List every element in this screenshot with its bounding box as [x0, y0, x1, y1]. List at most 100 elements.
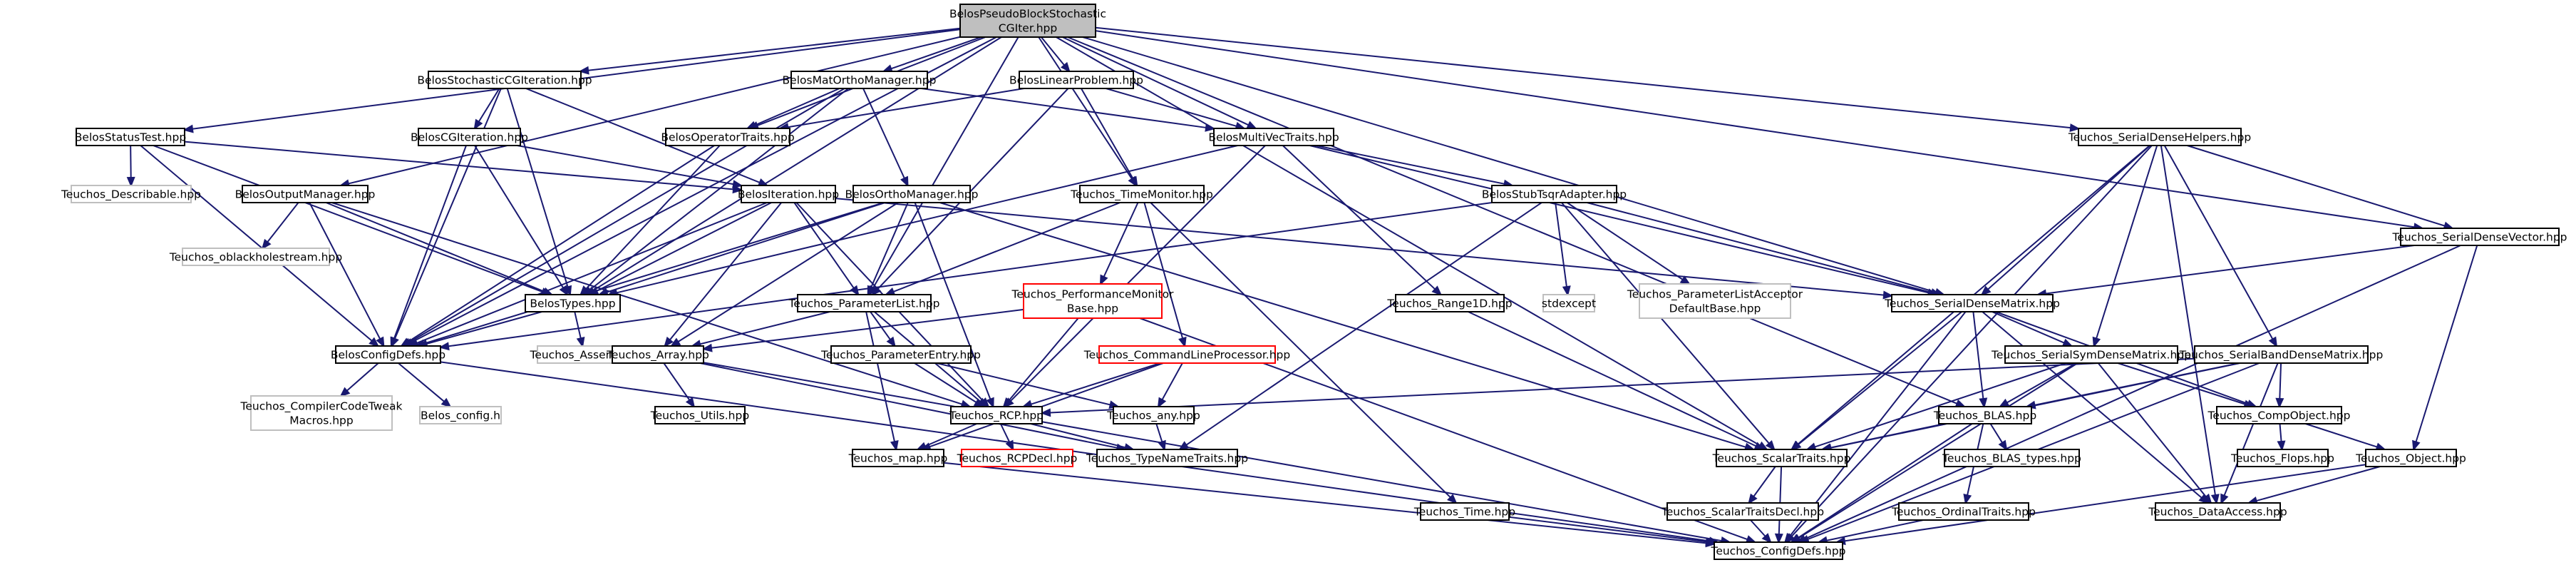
- node-array[interactable]: Teuchos_Array.hpp: [606, 345, 709, 364]
- node-compObj[interactable]: Teuchos_CompObject.hpp: [2207, 406, 2351, 424]
- node-box: [250, 395, 393, 431]
- node-utils[interactable]: Teuchos_Utils.hpp: [650, 406, 749, 424]
- node-label: Teuchos_RCP.hpp: [949, 409, 1044, 423]
- node-sdVector[interactable]: Teuchos_SerialDenseVector.hpp: [2391, 228, 2567, 246]
- node-paramEntry[interactable]: Teuchos_ParameterEntry.hpp: [820, 345, 981, 364]
- edge-line: [2045, 245, 2415, 295]
- node-rcp[interactable]: Teuchos_RCP.hpp: [949, 406, 1044, 424]
- node-cgIter[interactable]: BelosCGIteration.hpp: [411, 128, 528, 146]
- edge-line: [2223, 362, 2279, 497]
- node-box: [1113, 406, 1195, 424]
- edge-sdVector-to-sdMatrix: [2036, 245, 2415, 298]
- node-scalarTraitsDecl[interactable]: Teuchos_ScalarTraitsDecl.hpp: [1661, 502, 1824, 521]
- node-rcpDecl[interactable]: Teuchos_RCPDecl.hpp: [957, 449, 1078, 467]
- edge-symDense-to-blas: [1998, 362, 2077, 408]
- node-any[interactable]: Teuchos_any.hpp: [1106, 406, 1200, 424]
- edge-bandDense-to-rcp: [1040, 357, 2195, 417]
- node-label: Teuchos_SerialDenseVector.hpp: [2391, 231, 2567, 245]
- arrowhead-icon: [1002, 397, 1013, 409]
- edge-line: [1561, 202, 1770, 444]
- edge-statusTest-to-configDefs: [140, 145, 380, 347]
- node-dataAccess[interactable]: Teuchos_DataAccess.hpp: [2148, 502, 2287, 521]
- node-belosConfig[interactable]: Belos_config.h: [419, 406, 502, 424]
- node-describable[interactable]: Teuchos_Describable.hpp: [61, 185, 201, 203]
- edge-line: [1753, 466, 1776, 497]
- edge-statusTest-to-describable: [126, 145, 135, 188]
- node-matOrtho[interactable]: BelosMatOrthoManager.hpp: [783, 71, 937, 89]
- node-scalarTraits[interactable]: Teuchos_ScalarTraits.hpp: [1712, 449, 1851, 467]
- edge-line: [711, 308, 1024, 349]
- edge-line: [1081, 88, 1134, 179]
- node-outMgr[interactable]: BelosOutputManager.hpp: [235, 185, 376, 203]
- edge-line: [574, 311, 582, 339]
- edge-map-to-configDefsT: [943, 462, 1716, 548]
- edge-line: [1150, 202, 1451, 499]
- edge-time-to-configDefsT: [1508, 516, 1716, 546]
- node-bandDense[interactable]: Teuchos_SerialBandDenseMatrix.hpp: [2179, 345, 2384, 364]
- edge-line: [669, 202, 783, 341]
- edge-layer: [126, 26, 2478, 548]
- node-orthoMgr[interactable]: BelosOrthoManager.hpp: [845, 185, 979, 203]
- node-blasTypes[interactable]: Teuchos_BLAS_types.hpp: [1942, 449, 2081, 467]
- node-iteration[interactable]: BelosIteration.hpp: [738, 185, 839, 203]
- node-statusTest[interactable]: BelosStatusTest.hpp: [75, 128, 186, 146]
- node-stochIter[interactable]: BelosStochasticCGIteration.hpp: [417, 71, 592, 89]
- node-sdHelpers[interactable]: Teuchos_SerialDenseHelpers.hpp: [2068, 128, 2251, 146]
- arrowhead-icon: [2202, 493, 2212, 505]
- node-linProb[interactable]: BelosLinearProblem.hpp: [1009, 71, 1143, 89]
- edge-line: [1082, 36, 1937, 293]
- edge-line: [936, 362, 1111, 406]
- edge-line: [1041, 36, 1065, 66]
- node-stubTsqr[interactable]: BelosStubTsqrAdapter.hpp: [1482, 185, 1627, 203]
- node-cmdLine[interactable]: Teuchos_CommandLineProcessor.hpp: [1083, 345, 1290, 364]
- edge-line: [1750, 519, 1766, 537]
- edge-line: [1095, 30, 2415, 228]
- edge-line: [1587, 202, 1932, 294]
- node-oblackhole[interactable]: Teuchos_oblackholestream.hpp: [169, 248, 342, 266]
- arrowhead-icon: [2412, 439, 2421, 452]
- node-mvTraits[interactable]: BelosMultiVecTraits.hpp: [1208, 128, 1339, 146]
- node-symDense[interactable]: Teuchos_SerialSymDenseMatrix.hpp: [1991, 345, 2191, 364]
- node-paramList[interactable]: Teuchos_ParameterList.hpp: [788, 294, 940, 312]
- node-configDefs[interactable]: BelosConfigDefs.hpp: [331, 345, 445, 364]
- arrowhead-icon: [559, 285, 569, 297]
- node-label: Teuchos_map.hpp: [848, 452, 948, 466]
- node-flops[interactable]: Teuchos_Flops.hpp: [2230, 449, 2334, 467]
- edge-line: [1814, 362, 2066, 448]
- edge-line: [525, 88, 761, 183]
- node-ordinalTraits[interactable]: Teuchos_OrdinalTraits.hpp: [1891, 502, 2036, 521]
- arrowhead-icon: [1157, 397, 1167, 409]
- node-label: Teuchos_ParameterList.hpp: [788, 297, 939, 311]
- node-box: [1395, 294, 1505, 312]
- edge-line: [2163, 145, 2274, 340]
- edge-root-to-linProb: [1041, 36, 1071, 73]
- node-box: [830, 345, 972, 364]
- node-blas[interactable]: Teuchos_BLAS.hpp: [1933, 406, 2036, 424]
- edge-line: [592, 36, 1002, 292]
- node-configDefsT[interactable]: Teuchos_ConfigDefs.hpp: [1710, 541, 1846, 560]
- edge-sdHelpers-to-bandDense: [2163, 145, 2278, 348]
- node-map[interactable]: Teuchos_map.hpp: [848, 449, 948, 467]
- arrowhead-icon: [1774, 533, 1783, 544]
- node-sdMatrix[interactable]: Teuchos_SerialDenseMatrix.hpp: [1884, 294, 2060, 312]
- node-typeName[interactable]: Teuchos_TypeNameTraits.hpp: [1086, 449, 1248, 467]
- edge-line: [1067, 36, 1958, 404]
- node-label: Teuchos_oblackholestream.hpp: [169, 251, 342, 265]
- node-box: [1213, 128, 1334, 146]
- edge-line: [1095, 26, 2071, 129]
- node-opTraits[interactable]: BelosOperatorTraits.hpp: [661, 128, 795, 146]
- node-box: [1019, 71, 1134, 89]
- node-box: [1542, 294, 1595, 312]
- edge-line: [2415, 245, 2478, 442]
- node-types[interactable]: BelosTypes.hpp: [525, 294, 621, 312]
- node-stdexcept[interactable]: stdexcept: [1542, 294, 1596, 312]
- node-timeMon[interactable]: Teuchos_TimeMonitor.hpp: [1070, 185, 1213, 203]
- node-object[interactable]: Teuchos_Object.hpp: [2355, 449, 2466, 467]
- node-time[interactable]: Teuchos_Time.hpp: [1413, 502, 1515, 521]
- arrowhead-icon: [1963, 493, 1972, 505]
- node-range1d[interactable]: Teuchos_Range1D.hpp: [1386, 294, 1513, 312]
- node-plAcceptor[interactable]: Teuchos_ParameterListAcceptorDefaultBase…: [1627, 283, 1803, 319]
